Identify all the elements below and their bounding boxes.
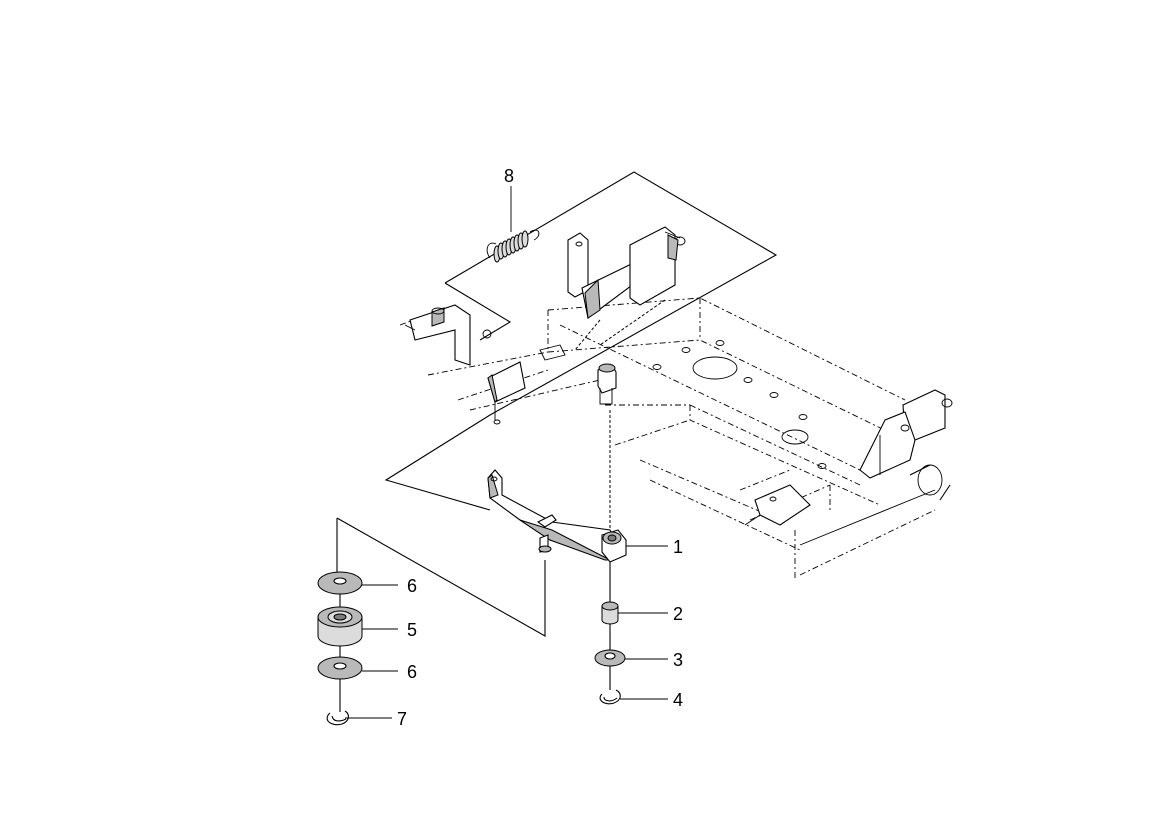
left-lever-plate [487, 344, 566, 425]
callout-4: 4 [673, 690, 683, 710]
lever-arm-part-1 [487, 469, 627, 563]
assembly-lines [336, 299, 666, 712]
center-pivot-stud [597, 363, 617, 405]
washer-part-6-lower [317, 656, 363, 680]
right-shaft-tube [799, 464, 951, 546]
spring-part-8 [486, 186, 540, 263]
callout-labels: 1 2 3 4 5 6 6 7 8 [397, 166, 683, 729]
e-clip-part-7 [326, 710, 349, 726]
roller-bearing-part-5 [317, 606, 363, 647]
bushing-part-2 [601, 601, 619, 625]
e-clip-part-4 [599, 689, 621, 705]
callout-8: 8 [504, 166, 514, 186]
washer-part-3 [594, 649, 626, 667]
chassis-frame [399, 297, 936, 580]
upper-bracket-right [629, 226, 686, 306]
washer-part-6-upper [317, 571, 363, 595]
lower-right-plate [744, 484, 811, 526]
callout-6-upper: 6 [407, 576, 417, 596]
callout-2: 2 [673, 604, 683, 624]
callout-6-lower: 6 [407, 662, 417, 682]
callout-7: 7 [397, 709, 407, 729]
right-bracket-assembly [859, 389, 953, 479]
callout-leaders [345, 545, 668, 719]
left-side-bracket [404, 304, 492, 366]
upper-panel-outline [384, 171, 778, 511]
callout-5: 5 [407, 620, 417, 640]
callout-1: 1 [673, 537, 683, 557]
callout-3: 3 [673, 650, 683, 670]
